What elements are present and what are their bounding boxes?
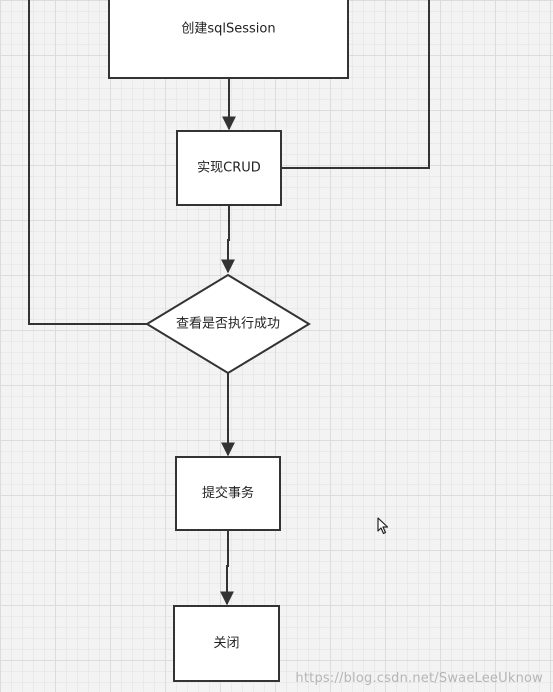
node-check-success-label: 查看是否执行成功 <box>176 316 280 332</box>
node-create-session-label: 创建sqlSession <box>181 22 275 37</box>
edge-commit-to-close <box>220 530 234 606</box>
node-check-success: 查看是否执行成功 <box>145 273 311 375</box>
node-crud-label: 实现CRUD <box>197 161 261 176</box>
node-commit: 提交事务 <box>175 456 281 531</box>
edge-check-loop-left <box>28 0 147 325</box>
node-crud: 实现CRUD <box>176 130 282 206</box>
edge-crud-loop-right <box>281 0 430 169</box>
node-close-label: 关闭 <box>213 636 239 651</box>
node-commit-label: 提交事务 <box>202 485 254 501</box>
node-close: 关闭 <box>173 605 280 682</box>
mouse-cursor-icon <box>377 517 389 535</box>
edge-crud-to-check <box>221 205 235 274</box>
node-create-session: 创建sqlSession <box>108 0 349 79</box>
watermark: https://blog.csdn.net/SwaeLeeUknow <box>295 671 543 686</box>
